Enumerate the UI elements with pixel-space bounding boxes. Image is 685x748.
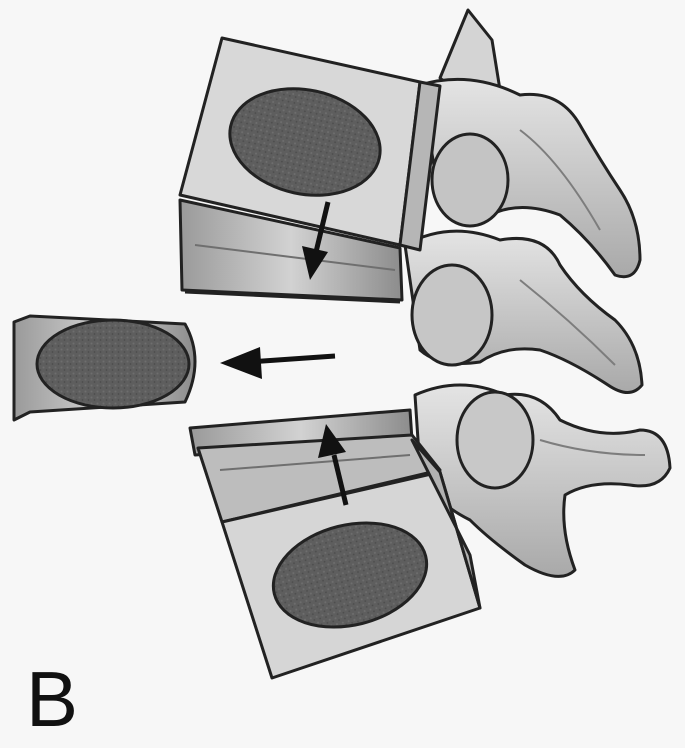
lower-facet: [457, 392, 533, 488]
upper-facet: [432, 134, 508, 226]
middle-facet: [412, 265, 492, 365]
removed-vertebral-body: [14, 316, 195, 420]
panel-label: B: [26, 660, 78, 738]
removed-cancellous-bone: [37, 320, 189, 408]
removal-arrow: [220, 347, 335, 379]
